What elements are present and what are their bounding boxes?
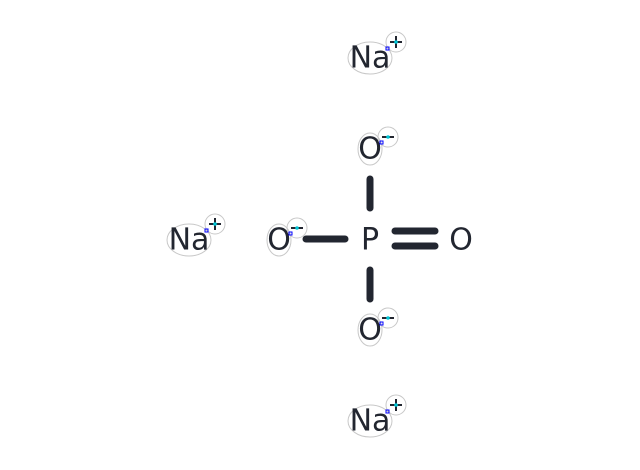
charge-handle[interactable] xyxy=(386,316,390,320)
atom-na2[interactable]: Na+ xyxy=(166,213,226,258)
atom-selection-ring xyxy=(266,223,292,257)
atom-label: O xyxy=(267,223,291,258)
atom-label: O xyxy=(358,313,382,348)
atom-o_left[interactable]: O- xyxy=(266,217,308,258)
atom-label: O xyxy=(449,223,473,258)
atom-p[interactable]: P xyxy=(361,223,379,258)
atom-na3[interactable]: Na+ xyxy=(347,394,407,439)
atom-label: P xyxy=(361,223,379,258)
atom-o_top[interactable]: O- xyxy=(357,126,399,167)
charge-ring xyxy=(377,307,399,329)
negative-charge-icon[interactable]: - xyxy=(286,217,308,239)
atom-label: Na xyxy=(350,41,391,76)
charge-handle[interactable] xyxy=(213,222,217,226)
charge-handle[interactable] xyxy=(394,40,398,44)
positive-charge-icon[interactable]: + xyxy=(204,213,226,235)
atom-label: O xyxy=(358,132,382,167)
atom-label: Na xyxy=(350,404,391,439)
atom-selection-ring xyxy=(357,313,383,347)
charge-handle[interactable] xyxy=(386,135,390,139)
atom-selection-ring xyxy=(347,404,393,438)
atom-o_bottom[interactable]: O- xyxy=(357,307,399,348)
charge-ring xyxy=(385,31,407,53)
negative-charge-icon[interactable]: - xyxy=(377,307,399,329)
atom-selection-ring xyxy=(166,223,212,257)
anchor-marker xyxy=(379,321,384,326)
atom-label: Na xyxy=(169,223,210,258)
anchor-marker xyxy=(385,46,390,51)
positive-charge-icon[interactable]: + xyxy=(385,394,407,416)
negative-charge-icon[interactable]: - xyxy=(377,126,399,148)
anchor-marker xyxy=(288,231,293,236)
anchor-marker xyxy=(204,228,209,233)
anchor-marker xyxy=(385,409,390,414)
charge-ring xyxy=(377,126,399,148)
atom-o_right[interactable]: O xyxy=(449,223,473,258)
atom-selection-ring xyxy=(347,41,393,75)
atom-na1[interactable]: Na+ xyxy=(347,31,407,76)
positive-charge-icon[interactable]: + xyxy=(385,31,407,53)
atom-selection-ring xyxy=(357,132,383,166)
anchor-marker xyxy=(379,140,384,145)
charge-ring xyxy=(286,217,308,239)
charge-ring xyxy=(204,213,226,235)
charge-ring xyxy=(385,394,407,416)
charge-handle[interactable] xyxy=(394,403,398,407)
bonds xyxy=(302,175,439,303)
charge-handle[interactable] xyxy=(295,226,299,230)
